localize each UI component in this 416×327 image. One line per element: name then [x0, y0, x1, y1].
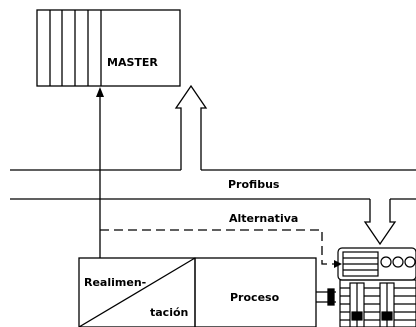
master-label: MASTER: [107, 56, 158, 69]
shaft: [316, 288, 336, 306]
realimentacion-label-2: tación: [150, 306, 188, 319]
profibus-label: Profibus: [228, 178, 280, 191]
bus-to-master-arrow: [174, 84, 208, 170]
control-block: [78, 257, 317, 327]
realimentacion-label-1: Realimen-: [84, 276, 146, 289]
drive-motor-icon: [337, 247, 416, 327]
feedback-arrowhead: [96, 87, 104, 97]
alternativa-label: Alternativa: [229, 212, 298, 225]
master-plc-rack: [36, 9, 181, 87]
proceso-label: Proceso: [230, 291, 280, 304]
bus-to-drive-arrow: [363, 199, 397, 246]
alternativa-dashed-line: [100, 229, 336, 265]
